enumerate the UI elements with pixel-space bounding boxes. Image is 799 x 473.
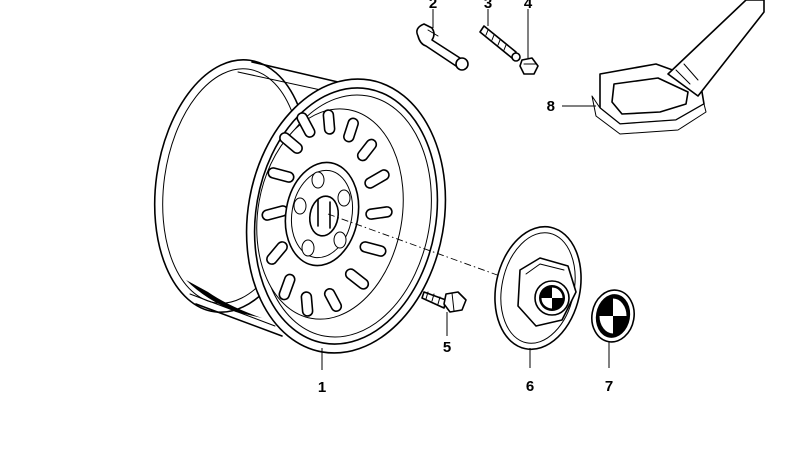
part-label-4: 4 bbox=[524, 0, 533, 12]
hub-cap-wrench-icon bbox=[591, 0, 765, 135]
part-label-3: 3 bbox=[484, 0, 492, 12]
part-label-5: 5 bbox=[443, 339, 451, 356]
wheel-bolt-icon bbox=[421, 291, 467, 313]
part-label-1: 1 bbox=[318, 379, 326, 396]
part-label-7: 7 bbox=[605, 378, 613, 395]
part-label-2: 2 bbox=[429, 0, 437, 12]
valve-cap-icon bbox=[519, 57, 539, 75]
emblem-badge-icon bbox=[591, 289, 635, 343]
hub-cap-icon bbox=[494, 225, 582, 351]
tire-valve-icon bbox=[416, 23, 469, 71]
steel-wheel-rim-icon bbox=[153, 58, 447, 354]
valve-core-icon bbox=[479, 25, 521, 62]
part-label-6: 6 bbox=[526, 378, 534, 395]
rim-vent-slots bbox=[261, 109, 393, 317]
leader-lines bbox=[321, 9, 610, 370]
part-label-8: 8 bbox=[547, 98, 555, 115]
hub-cap-emblem bbox=[534, 280, 570, 316]
